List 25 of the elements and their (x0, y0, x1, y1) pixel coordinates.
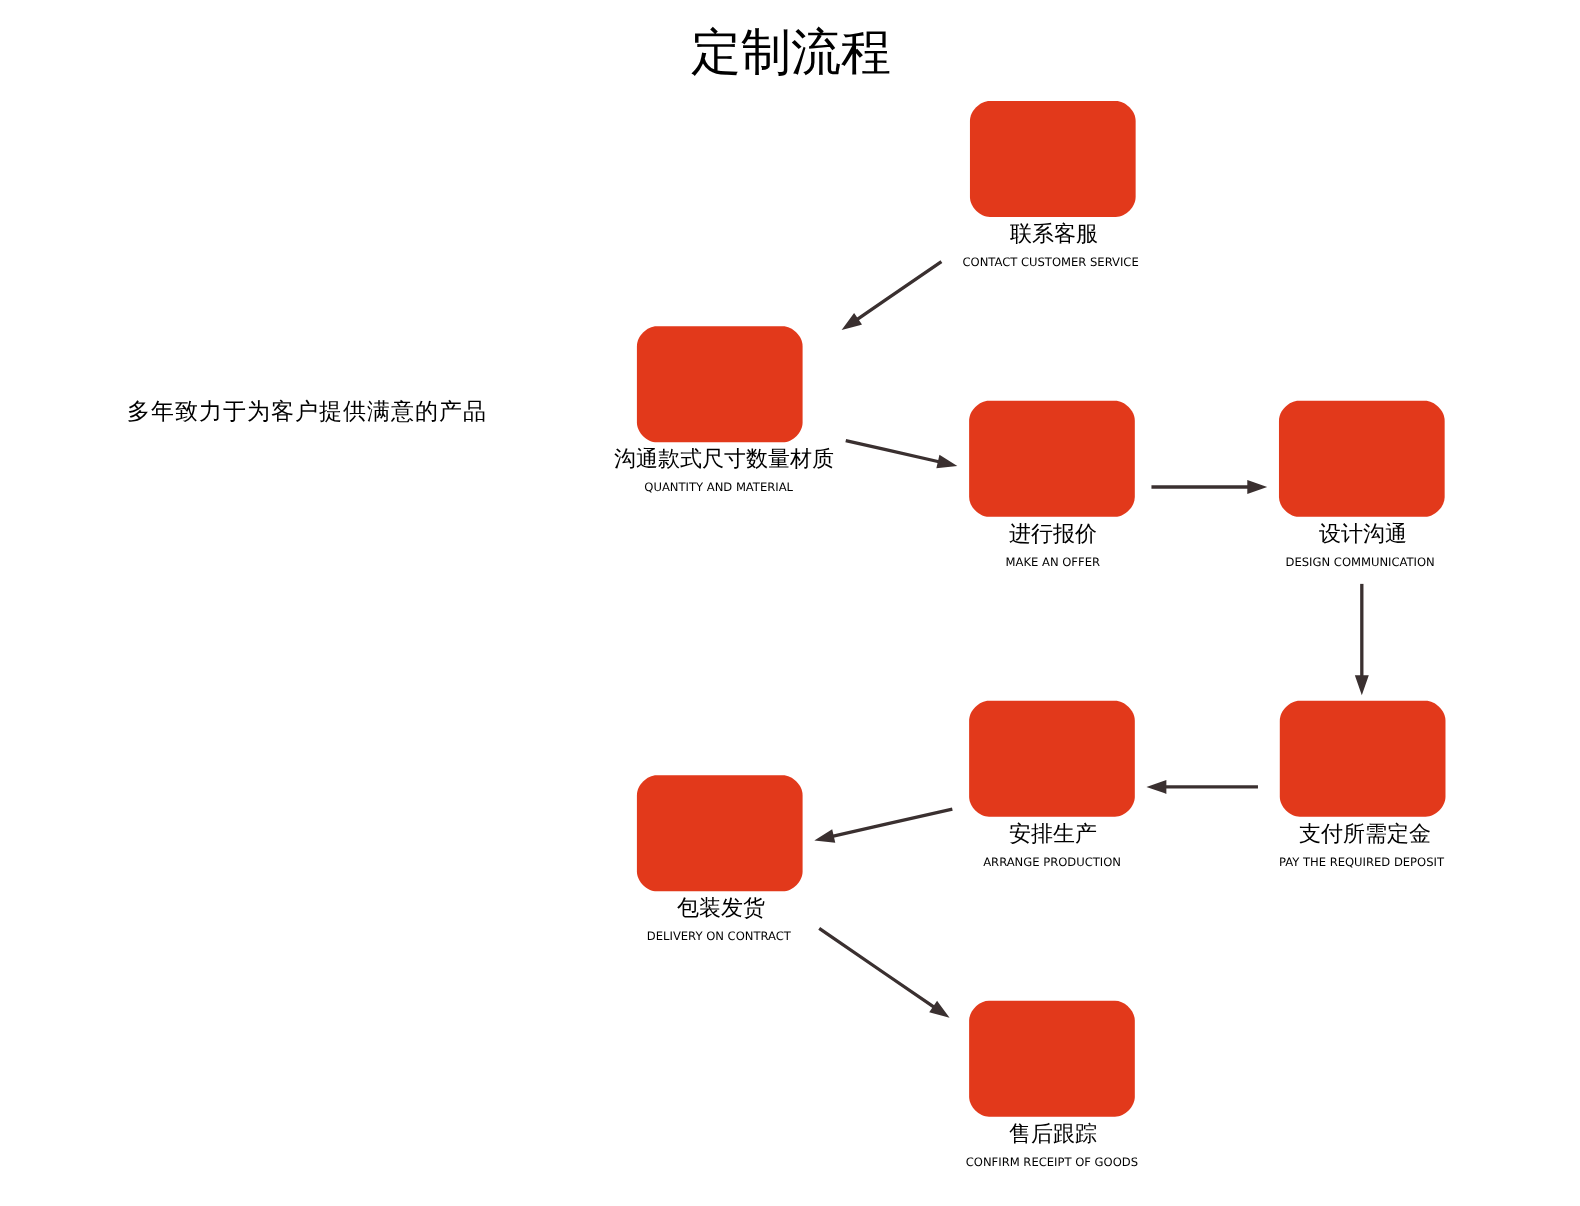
arrow (840, 260, 942, 331)
node-box (1277, 400, 1444, 517)
arrow (844, 439, 957, 469)
node-label: 包装发货 (675, 895, 764, 922)
arrow (1145, 779, 1257, 794)
arrow (817, 927, 949, 1018)
diagram-title: 定制流程 (690, 23, 890, 82)
node-box (968, 700, 1134, 817)
node-label: 沟通款式尺寸数量材质 (612, 446, 833, 473)
arrow (1150, 480, 1267, 494)
node-label: 联系客服 (1008, 220, 1097, 247)
node-label: 支付所需定金 (1297, 820, 1430, 847)
node-box (635, 775, 802, 892)
node-label: 设计沟通 (1317, 520, 1406, 547)
node-box (1278, 700, 1445, 817)
node-label: 安排生产 (1007, 820, 1096, 847)
node-box (968, 400, 1134, 517)
label: 多年致力于为客户提供满意的产品 (126, 396, 487, 425)
node-box (635, 326, 802, 443)
arrow (1353, 583, 1368, 696)
node-label: 进行报价 (1007, 520, 1096, 547)
arrow (813, 807, 952, 843)
node-box (968, 1000, 1134, 1117)
node-box (968, 100, 1135, 217)
node-label: 售后跟踪 (1007, 1120, 1096, 1147)
